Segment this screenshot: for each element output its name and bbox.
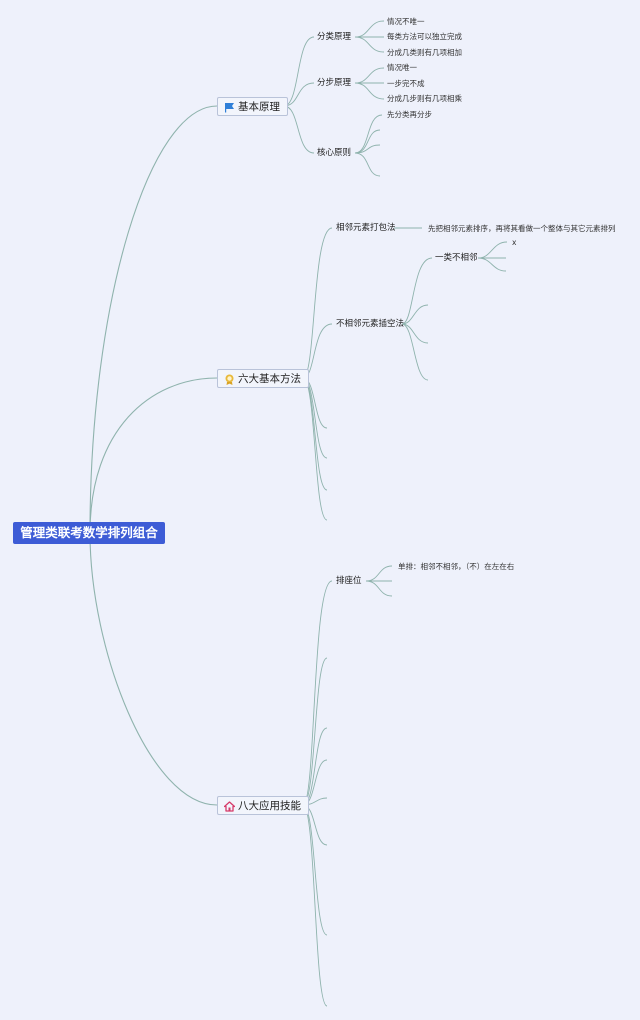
topic-label: 基本原理 <box>238 101 280 113</box>
subtopic-seating[interactable]: 排座位 <box>336 576 362 586</box>
subtopic-classify[interactable]: 分类原理 <box>317 32 352 42</box>
leaf-item[interactable]: x <box>512 238 517 247</box>
leaf-item[interactable]: 每类方法可以独立完成 <box>387 32 462 41</box>
leaf-item[interactable]: 分成几类则有几项相加 <box>387 48 462 57</box>
subtopic-non-adjacent[interactable]: 一类不相邻 <box>435 253 478 263</box>
subtopic-step[interactable]: 分步原理 <box>317 78 352 88</box>
leaf-item[interactable]: 先分类再分步 <box>387 110 432 119</box>
home-icon <box>224 800 235 812</box>
leaf-item[interactable]: 情况唯一 <box>387 63 417 72</box>
subtopic-gap[interactable]: 不相邻元素插空法 <box>336 319 405 329</box>
root-topic[interactable]: 管理类联考数学排列组合 <box>13 522 165 544</box>
leaf-item[interactable]: 单排：相邻不相邻，（不）在左在右 <box>398 562 515 571</box>
topic-eight-skills[interactable]: 八大应用技能 <box>217 796 309 815</box>
leaf-item[interactable]: 分成几步则有几项相乘 <box>387 94 462 103</box>
topic-label: 八大应用技能 <box>238 800 301 812</box>
leaf-item[interactable]: 情况不唯一 <box>387 17 425 26</box>
subtopic-core[interactable]: 核心原则 <box>317 148 352 158</box>
leaf-item[interactable]: 先把相邻元素排序，再将其看做一个整体与其它元素排列 <box>428 224 616 233</box>
topic-basic-principles[interactable]: 基本原理 <box>217 97 288 116</box>
badge-icon <box>224 374 235 385</box>
topic-six-methods[interactable]: 六大基本方法 <box>217 369 309 388</box>
flag-icon <box>224 102 235 113</box>
leaf-item[interactable]: 一步完不成 <box>387 79 425 88</box>
topic-label: 六大基本方法 <box>238 373 301 385</box>
subtopic-bundle[interactable]: 相邻元素打包法 <box>336 223 396 233</box>
